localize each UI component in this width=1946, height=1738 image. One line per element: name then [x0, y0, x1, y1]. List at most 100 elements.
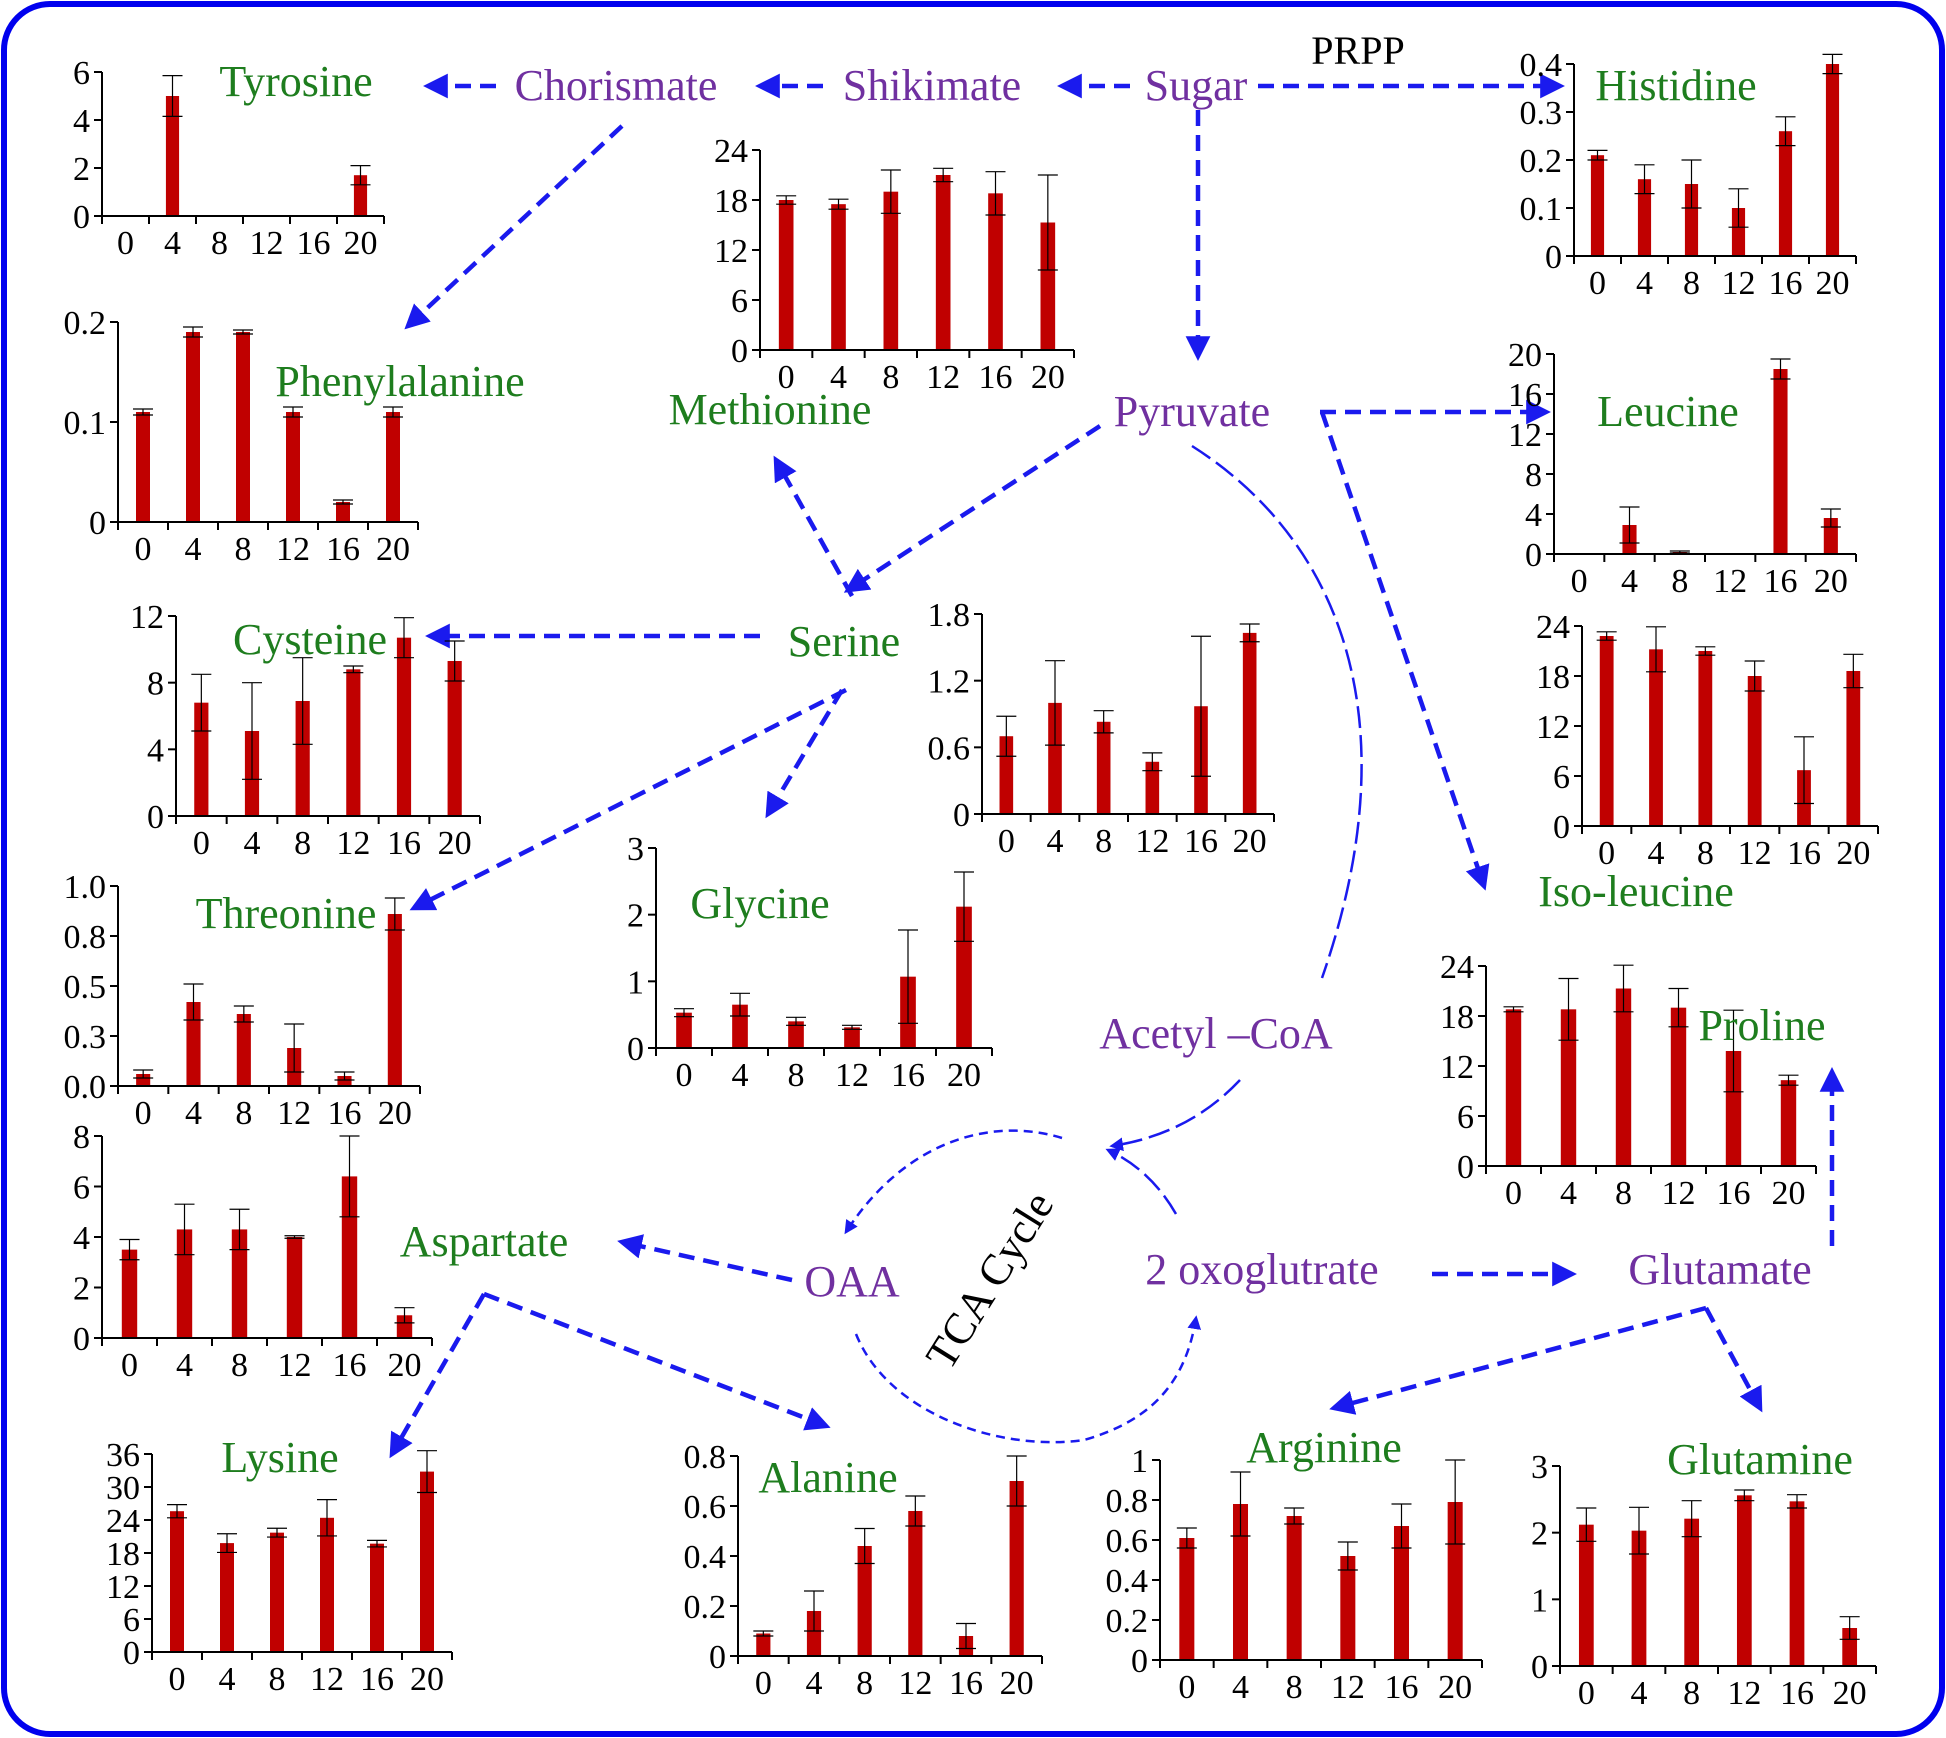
y-tick-label-lysine: 0 — [123, 1635, 140, 1672]
y-tick-label-serine: 0 — [953, 797, 970, 834]
x-tick-label-glutamine: 4 — [1631, 1675, 1648, 1712]
y-tick-label-arginine: 0.2 — [1106, 1603, 1149, 1640]
y-tick-label-tyrosine: 6 — [73, 55, 90, 92]
bar-isoleucine-12 — [1747, 676, 1762, 826]
y-tick-label-aspartate: 8 — [73, 1119, 90, 1156]
x-tick-label-threonine: 4 — [185, 1095, 202, 1132]
bar-proline-12 — [1670, 1007, 1687, 1166]
bar-proline-0 — [1505, 1009, 1522, 1166]
arrow-chorismate-to-phenylalanine — [404, 124, 624, 330]
bar-aspartate-0 — [121, 1249, 138, 1338]
y-tick-label-methionine: 18 — [714, 183, 748, 220]
x-tick-label-glycine: 20 — [947, 1057, 981, 1094]
x-tick-label-methionine: 12 — [926, 359, 960, 396]
x-tick-label-leucine: 0 — [1571, 563, 1588, 600]
y-tick-label-histidine: 0.4 — [1520, 47, 1563, 84]
x-tick-label-glycine: 16 — [891, 1057, 925, 1094]
bar-isoleucine-8 — [1698, 651, 1713, 826]
x-tick-label-lysine: 20 — [410, 1661, 444, 1698]
x-tick-label-serine: 20 — [1233, 823, 1267, 860]
label-glutamine: Glutamine — [1667, 1435, 1853, 1484]
x-tick-label-glycine: 8 — [788, 1057, 805, 1094]
y-tick-label-aspartate: 6 — [73, 1170, 90, 1207]
bar-phenylalanine-16 — [336, 502, 350, 522]
y-tick-label-aspartate: 0 — [73, 1321, 90, 1358]
y-tick-label-aspartate: 2 — [73, 1271, 90, 1308]
x-tick-label-histidine: 16 — [1769, 265, 1803, 302]
bar-proline-20 — [1780, 1080, 1797, 1166]
x-tick-label-phenylalanine: 4 — [185, 531, 202, 568]
x-tick-label-lysine: 16 — [360, 1661, 394, 1698]
x-tick-label-threonine: 12 — [277, 1095, 311, 1132]
y-tick-label-tyrosine: 2 — [73, 151, 90, 188]
y-tick-label-tyrosine: 0 — [73, 199, 90, 236]
x-tick-label-glutamine: 20 — [1833, 1675, 1867, 1712]
x-tick-label-proline: 12 — [1662, 1175, 1696, 1212]
label-glutamate: Glutamate — [1628, 1245, 1811, 1294]
y-tick-label-cysteine: 8 — [147, 666, 164, 703]
y-tick-label-lysine: 6 — [123, 1602, 140, 1639]
y-tick-label-alanine: 0.2 — [684, 1589, 727, 1626]
bar-serine-12 — [1145, 761, 1160, 814]
x-tick-label-methionine: 4 — [830, 359, 847, 396]
bar-glutamine-8 — [1684, 1518, 1700, 1666]
arrow-aspartate-to-alanine — [483, 1291, 831, 1431]
x-tick-label-phenylalanine: 20 — [376, 531, 410, 568]
y-tick-label-isoleucine: 24 — [1536, 609, 1570, 646]
y-tick-label-glycine: 1 — [627, 964, 644, 1001]
x-tick-label-isoleucine: 4 — [1648, 835, 1665, 872]
x-tick-label-threonine: 20 — [378, 1095, 412, 1132]
bar-phenylalanine-4 — [186, 332, 200, 522]
bar-lysine-12 — [320, 1517, 334, 1652]
x-tick-label-arginine: 16 — [1385, 1669, 1419, 1706]
bar-glycine-0 — [676, 1012, 692, 1048]
bar-serine-8 — [1096, 721, 1111, 814]
arrow-serine-to-glycine — [765, 688, 844, 819]
label-tca-cycle: TCA Cycle — [916, 1183, 1063, 1378]
y-tick-label-alanine: 0.6 — [684, 1489, 727, 1526]
bar-phenylalanine-12 — [286, 412, 300, 522]
x-tick-label-phenylalanine: 0 — [135, 531, 152, 568]
x-tick-label-arginine: 8 — [1286, 1669, 1303, 1706]
y-tick-label-leucine: 20 — [1508, 337, 1542, 374]
y-tick-label-serine: 1.2 — [928, 664, 971, 701]
x-tick-label-isoleucine: 0 — [1598, 835, 1615, 872]
x-tick-label-alanine: 8 — [856, 1665, 873, 1702]
bar-lysine-0 — [170, 1511, 184, 1652]
label-chorismate: Chorismate — [515, 61, 718, 110]
x-tick-label-tyrosine: 0 — [117, 225, 134, 262]
y-tick-label-leucine: 12 — [1508, 417, 1542, 454]
arrow-pyruvate-to-isoleucine — [1319, 411, 1490, 891]
x-tick-label-tyrosine: 4 — [164, 225, 181, 262]
bar-methionine-8 — [883, 191, 899, 350]
y-tick-label-cysteine: 0 — [147, 799, 164, 836]
arrow-oaa-to-aspartate — [617, 1234, 793, 1283]
y-tick-label-alanine: 0.8 — [684, 1439, 727, 1476]
x-tick-label-histidine: 20 — [1816, 265, 1850, 302]
x-tick-label-histidine: 12 — [1722, 265, 1756, 302]
x-tick-label-proline: 20 — [1772, 1175, 1806, 1212]
x-tick-label-methionine: 16 — [979, 359, 1013, 396]
y-tick-label-leucine: 4 — [1525, 497, 1542, 534]
y-tick-label-proline: 24 — [1440, 949, 1474, 986]
y-tick-label-arginine: 0 — [1131, 1643, 1148, 1680]
bar-arginine-0 — [1179, 1538, 1195, 1660]
x-tick-label-alanine: 4 — [806, 1665, 823, 1702]
x-tick-label-histidine: 0 — [1589, 265, 1606, 302]
label-threonine: Threonine — [196, 889, 377, 938]
y-tick-label-methionine: 24 — [714, 133, 748, 170]
y-tick-label-lysine: 36 — [106, 1437, 140, 1474]
y-tick-label-serine: 1.8 — [928, 597, 971, 634]
x-tick-label-threonine: 0 — [135, 1095, 152, 1132]
x-tick-label-cysteine: 12 — [336, 825, 370, 862]
bar-proline-8 — [1615, 988, 1632, 1166]
y-tick-label-histidine: 0.1 — [1520, 191, 1563, 228]
bar-arginine-16 — [1393, 1526, 1410, 1660]
